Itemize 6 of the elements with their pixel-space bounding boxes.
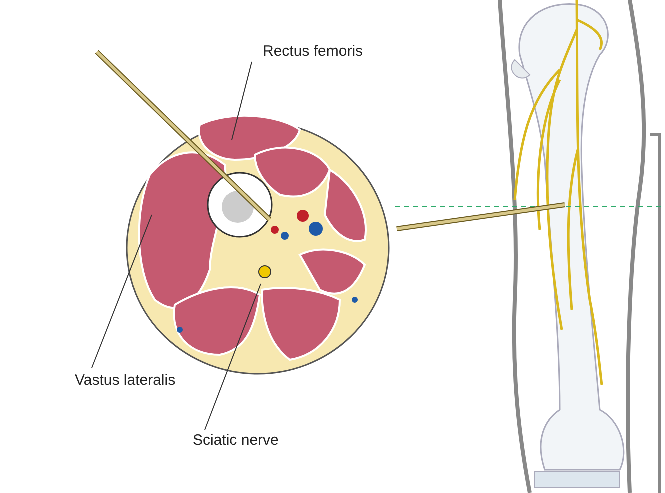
leader-line <box>232 62 252 140</box>
callout-label: Vastus lateralis <box>75 372 176 389</box>
leader-line <box>204 284 262 430</box>
callout-label: Rectus femoris <box>263 43 364 60</box>
callout-label: Sciatic nerve <box>193 432 279 449</box>
leader-line <box>92 214 152 368</box>
